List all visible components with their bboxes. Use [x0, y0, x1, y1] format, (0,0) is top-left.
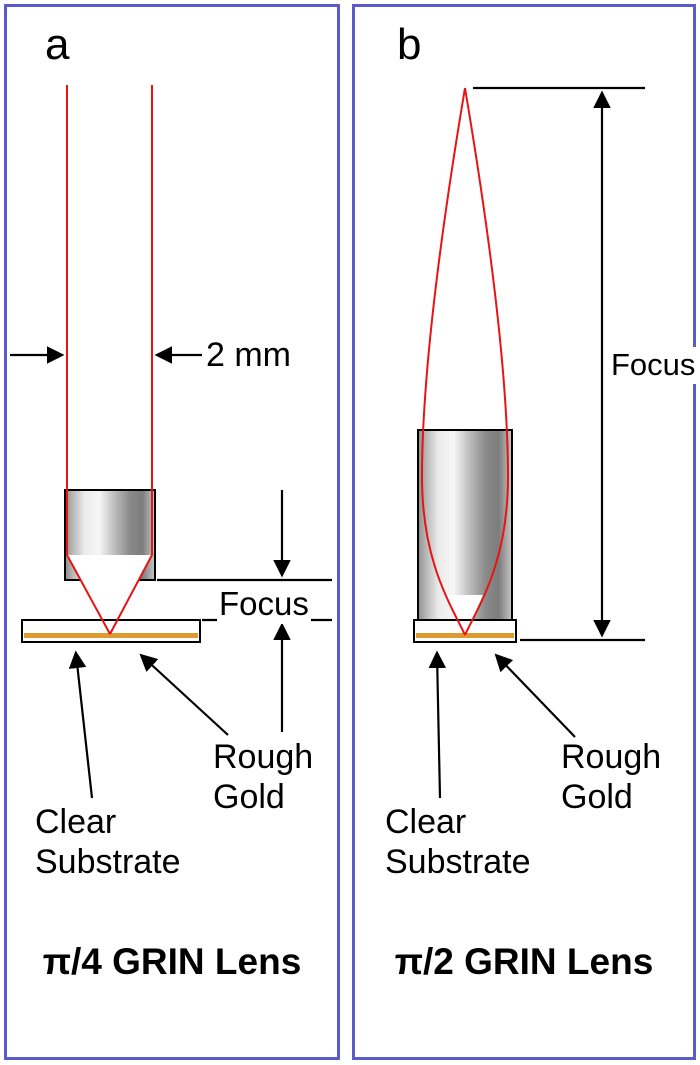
- focus-label-b: Focus: [609, 347, 698, 384]
- clear-substrate-b: [413, 619, 517, 643]
- panel-letter-b: b: [397, 20, 422, 69]
- grin-lens-b: [417, 429, 513, 621]
- panel-a-drawing: [10, 85, 332, 799]
- clear-substrate-pointer-a: [68, 650, 94, 799]
- beam-width-label-a: 2 mm: [206, 336, 291, 374]
- ray-left-b: [420, 87, 466, 636]
- rough-gold-label-b: Rough Gold: [561, 738, 662, 817]
- rough-gold-pointer-a: [139, 653, 229, 736]
- clear-substrate-label-b: Clear Substrate: [385, 803, 531, 882]
- rough-gold-pointer-b: [494, 653, 576, 738]
- caption-a: π/4 GRIN Lens: [42, 941, 302, 982]
- lens-exit-cone-b: [447, 595, 483, 636]
- panel-b: b Focus Rough Gold Clear Substrate π/2 G…: [352, 4, 698, 1060]
- panel-letter-a: a: [45, 20, 70, 69]
- lens-exit-cone-a: [67, 555, 152, 634]
- rough-gold-layer-a: [24, 633, 198, 638]
- rough-gold-label-a: Rough Gold: [213, 738, 314, 817]
- panel-a: a 2 mm Focus Rough Gold Clear Substrate …: [4, 4, 340, 1060]
- focus-label-a: Focus: [217, 585, 311, 624]
- rough-gold-layer-b: [416, 633, 514, 638]
- clear-substrate-pointer-b: [428, 650, 447, 799]
- clear-substrate-label-a: Clear Substrate: [35, 803, 181, 882]
- caption-b: π/2 GRIN Lens: [394, 941, 654, 982]
- ray-right-b: [464, 87, 510, 636]
- ray-left-a: [66, 85, 111, 635]
- panel-b-drawing: [413, 86, 645, 799]
- ray-right-a: [109, 85, 153, 635]
